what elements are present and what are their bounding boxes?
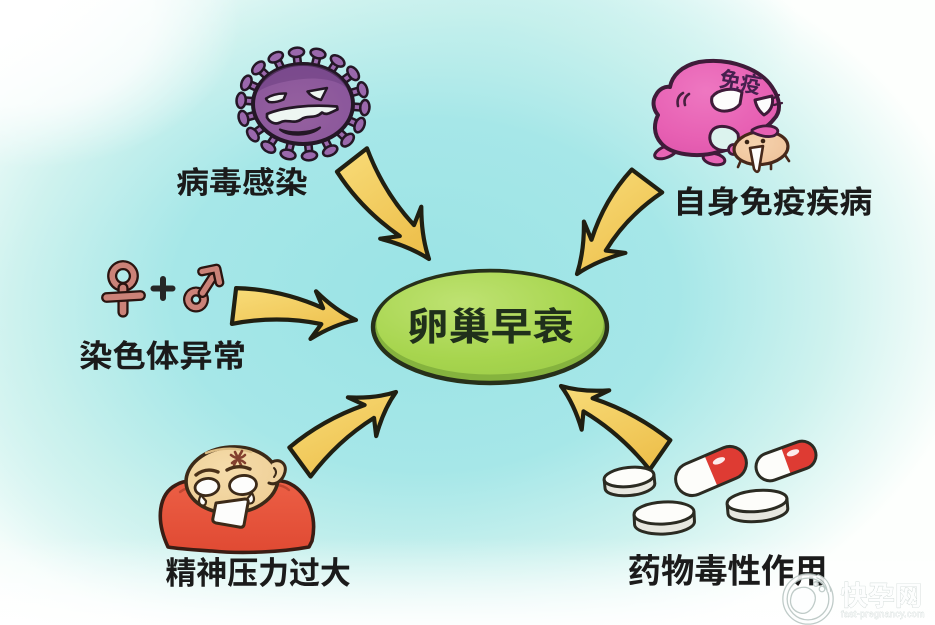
- watermark-brand-glyphs: [840, 581, 921, 609]
- attacked-cell: [732, 124, 791, 174]
- arrow-virus-to-center: [334, 146, 432, 262]
- blob-right-eye: [753, 94, 775, 117]
- drug-label-glyphs: [629, 553, 825, 587]
- male-symbol: [183, 263, 225, 313]
- blob-left-eye: [710, 87, 744, 113]
- stress-label-glyphs: [165, 557, 350, 587]
- capsule-1: [674, 444, 748, 498]
- arrow-autoimmune-to-center: [574, 167, 665, 277]
- virus-lower-lip: [278, 126, 322, 136]
- virus-mouth: [265, 104, 339, 125]
- female-symbol: [101, 260, 146, 318]
- footprint-logo-icon: [782, 573, 834, 625]
- watermark: fast-pregnancy.com: [782, 573, 925, 625]
- arrow-chromosome-to-center: [229, 286, 359, 341]
- tablet-1: [602, 465, 657, 498]
- right-eyebrow: [225, 465, 252, 472]
- plus-symbol: [150, 276, 176, 301]
- cell-fang: [748, 144, 765, 174]
- autoimmune-illustration: [651, 59, 784, 167]
- chromosome-label-glyphs: [79, 339, 244, 371]
- tablet-3: [725, 488, 790, 524]
- stress-illustration: [158, 445, 316, 555]
- capsule-2: [754, 439, 818, 483]
- left-eyebrow: [194, 468, 220, 477]
- left-eye: [193, 477, 221, 497]
- blob-arm-over-cell: [750, 124, 780, 138]
- ear: [267, 459, 287, 486]
- pills-illustration: [602, 439, 818, 536]
- virus-left-eye: [264, 92, 288, 104]
- tablet-2: [632, 500, 696, 536]
- right-eye: [228, 474, 258, 496]
- virus-illustration: [235, 46, 371, 162]
- virus-label-glyphs: [176, 166, 307, 197]
- virus-right-eye: [306, 86, 329, 102]
- blob-text-glyphs: [719, 68, 763, 96]
- center-label-glyphs: [408, 306, 573, 345]
- center-node: [370, 268, 610, 386]
- blob-wrinkle: [676, 91, 691, 108]
- anger-vein-icon: [229, 449, 247, 467]
- watermark-tagline: fast-pregnancy.com: [841, 609, 925, 619]
- arrow-stress-to-center: [287, 389, 399, 479]
- arrow-drug-to-center: [558, 383, 673, 472]
- autoimmune-label-glyphs: [678, 186, 872, 216]
- chromosome-symbols: [101, 260, 225, 318]
- open-mouth: [211, 497, 250, 529]
- left-tear: [197, 493, 208, 507]
